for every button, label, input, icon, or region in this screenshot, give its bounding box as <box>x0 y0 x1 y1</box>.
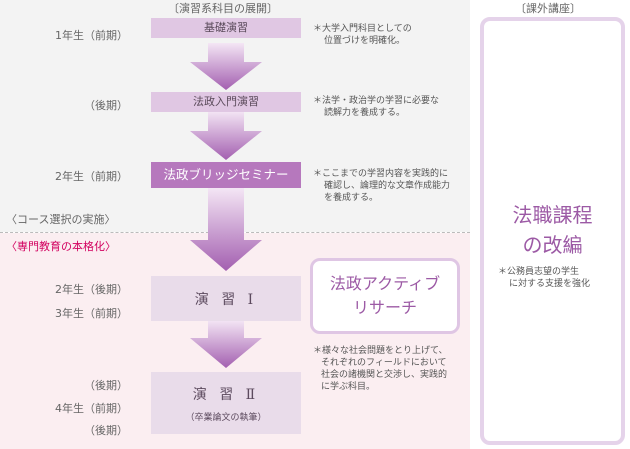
note-line: を養成する。 <box>324 193 379 203</box>
year-label-2-first: 2年生（前期） <box>55 170 128 183</box>
course-kiso-enshu: 基礎演習 <box>151 18 301 38</box>
extra-course-title: 法職課程 の改編 <box>480 200 625 260</box>
extra-course-title-line: 法職課程 <box>512 203 593 227</box>
active-research-box: 法政アクティブ リサーチ <box>310 258 460 334</box>
note-line: ＊ここまでの学習内容を実践的に <box>313 169 449 179</box>
year-label-4-second: （後期） <box>84 424 128 437</box>
note-line: 確認し、論理的な文章作成能力 <box>324 181 451 191</box>
extra-course-panel <box>480 17 625 445</box>
extra-course-note: ＊公務員志望の学生 に対する支援を強化 <box>498 266 590 290</box>
year-label-3-second: （後期） <box>84 379 128 392</box>
note-bridge: ＊ここまでの学習内容を実践的に 確認し、論理的な文章作成能力 を養成する。 <box>313 168 450 204</box>
year-label-4-first: 4年生（前期） <box>55 402 128 415</box>
year-label-1-first: 1年生（前期） <box>55 29 128 42</box>
course-enshu-2-label: 演 習 Ⅱ <box>192 386 260 403</box>
arrow-down-icon <box>190 43 262 90</box>
note-line: に学ぶ科目。 <box>321 382 376 392</box>
course-bridge-seminar: 法政ブリッジセミナー <box>151 162 301 188</box>
extra-course-title-line: の改編 <box>522 233 583 257</box>
note-line: 位置づけを明確化。 <box>324 36 406 46</box>
specialization-marker: 〈専門教育の本格化〉 <box>6 240 116 253</box>
course-selection-marker: 〈コース選択の実施〉 <box>6 213 116 226</box>
course-enshu-2-sub: （卒業論文の執筆） <box>185 412 267 423</box>
year-label-3-first: 3年生（前期） <box>55 307 128 320</box>
arrow-down-icon <box>190 188 262 271</box>
course-enshu-1-label: 演 習 Ⅰ <box>194 291 258 308</box>
active-research-line: 法政アクティブ <box>329 274 441 293</box>
year-label-2-second: 2年生（後期） <box>55 283 128 296</box>
note-active-research: ＊様々な社会問題をとり上げて、 それぞれのフィールドにおいて 社会の諸機関と交渉… <box>313 345 448 393</box>
note-line: ＊法学・政治学の学習に必要な <box>313 96 440 106</box>
arrow-down-icon <box>190 320 262 368</box>
note-line: それぞれのフィールドにおいて <box>321 358 447 368</box>
course-enshu-1: 演 習 Ⅰ <box>151 276 301 321</box>
main-header: 〔演習系科目の展開〕 <box>168 2 278 15</box>
course-enshu-2: 演 習 Ⅱ （卒業論文の執筆） <box>151 372 301 434</box>
note-line: 社会の諸機関と交渉し、実践的 <box>321 370 448 380</box>
note-line: 読解力を養成する。 <box>324 108 406 118</box>
note-nyumon: ＊法学・政治学の学習に必要な 読解力を養成する。 <box>313 95 439 119</box>
note-kiso: ＊大学入門科目としての 位置づけを明確化。 <box>313 23 412 47</box>
note-line: ＊大学入門科目としての <box>313 24 412 34</box>
course-housei-nyumon: 法政入門演習 <box>151 92 301 112</box>
year-label-1-second: （後期） <box>84 99 128 112</box>
note-line: ＊様々な社会問題をとり上げて、 <box>313 346 448 356</box>
arrow-down-icon <box>190 111 262 160</box>
note-line: ＊公務員志望の学生 <box>498 267 580 277</box>
active-research-line: リサーチ <box>352 298 417 317</box>
note-line: に対する支援を強化 <box>509 279 591 289</box>
extra-header: 〔課外講座〕 <box>515 2 581 15</box>
